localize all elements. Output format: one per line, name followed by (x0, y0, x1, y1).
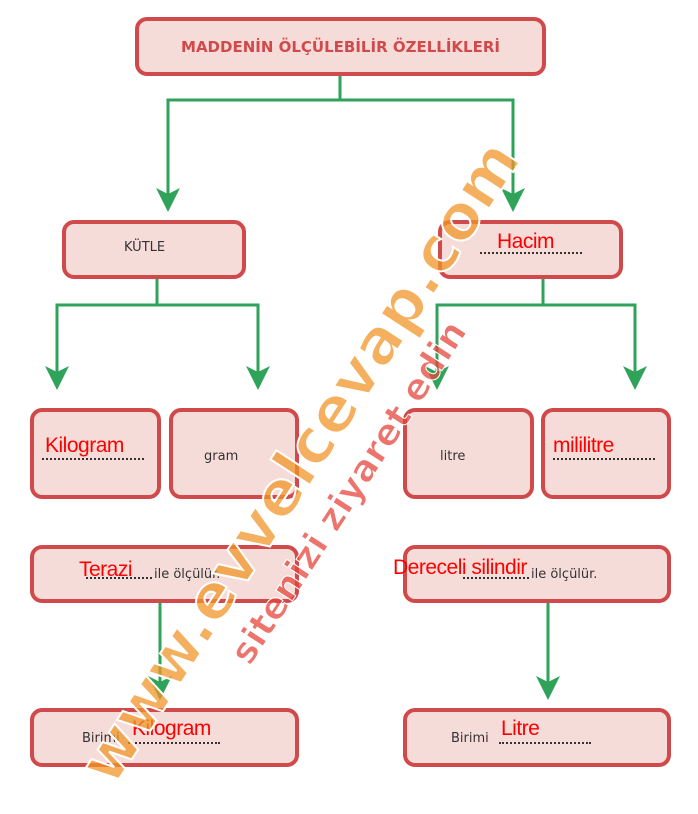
volume-box: Hacim (438, 220, 623, 279)
title: MADDENİN ÖLÇÜLEBİLİR ÖZELLİKLERİ (181, 38, 500, 56)
title-box: MADDENİN ÖLÇÜLEBİLİR ÖZELLİKLERİ (135, 17, 546, 76)
volume-birim-label: Birimi (451, 731, 489, 746)
mass-unit-2-box: gram (169, 408, 299, 499)
volume-label-answer: Hacim (497, 230, 555, 253)
volume-birim-answer: Litre (501, 717, 540, 740)
mass-unit-given: gram (204, 449, 239, 464)
mass-birim-answer: Kilogram (132, 717, 211, 740)
volume-unit-answer: mililitre (553, 434, 614, 457)
volume-unit-given: litre (440, 449, 466, 464)
volume-instrument-suffix: ile ölçülür. (531, 567, 598, 582)
mass-instrument-box: Terazi ile ölçülür. (30, 545, 299, 603)
mass-unit-box: Birimi Kilogram (30, 708, 299, 767)
volume-unit-1-box: litre (403, 408, 534, 499)
volume-unit-box: Birimi Litre (403, 708, 671, 767)
volume-unit-2-box: mililitre (541, 408, 671, 499)
volume-instrument-answer: Dereceli silindir (393, 556, 527, 579)
mass-label: KÜTLE (124, 240, 166, 255)
mass-box: KÜTLE (62, 220, 246, 279)
mass-unit-1-box: Kilogram (30, 408, 161, 499)
mass-instrument-suffix: ile ölçülür. (154, 567, 221, 582)
volume-instrument-box: Dereceli silindir ile ölçülür. (393, 545, 671, 603)
mass-unit-answer: Kilogram (45, 434, 124, 457)
mass-instrument-answer: Terazi (79, 558, 133, 581)
mass-birim-label: Birimi (82, 731, 120, 746)
